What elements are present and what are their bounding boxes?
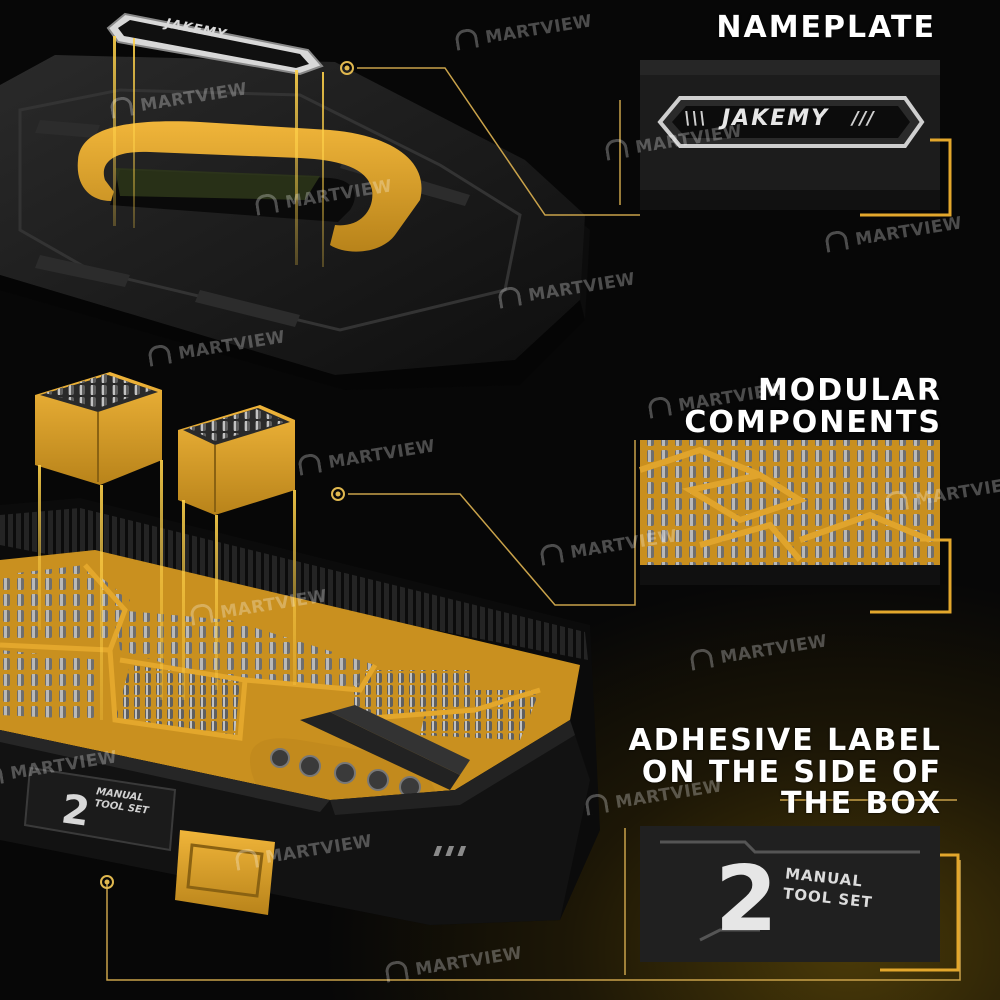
adhesive-label-number: 2	[715, 847, 778, 952]
martview-logo-icon	[884, 489, 909, 513]
adhesive-heading-line1: ADHESIVE LABEL	[628, 723, 942, 758]
martview-logo-icon	[689, 647, 714, 671]
base-light-beams	[38, 460, 296, 720]
modular-heading-line1: MODULAR	[757, 373, 942, 408]
martview-logo-icon	[384, 959, 409, 983]
svg-text:2: 2	[59, 786, 93, 835]
martview-logo-icon	[0, 763, 4, 787]
floating-bit-box-2	[178, 405, 295, 515]
callout-dots	[100, 61, 354, 889]
adhesive-heading-line3: THE BOX	[781, 786, 942, 821]
adhesive-label-inset	[433, 826, 960, 972]
toolbox-lid	[0, 55, 590, 390]
floating-nameplate	[106, 12, 324, 76]
martview-logo-icon	[604, 137, 629, 161]
lid-light-beams	[113, 36, 324, 267]
martview-logo-icon	[584, 792, 609, 816]
martview-logo-icon	[297, 452, 322, 476]
modular-heading-line2: COMPONENTS	[684, 404, 942, 440]
nameplate-right-chevrons-icon: ///	[852, 108, 875, 129]
martview-logo-icon	[454, 27, 479, 51]
martview-logo-icon	[147, 343, 172, 367]
adhesive-heading-line2: ON THE SIDE OF	[641, 754, 942, 790]
martview-logo-icon	[234, 847, 259, 871]
martview-logo-icon	[824, 229, 849, 253]
martview-logo-icon	[109, 95, 134, 119]
modular-components-heading: MODULAR COMPONENTS	[684, 375, 942, 438]
nameplate-heading: NAMEPLATE	[716, 10, 936, 45]
modular-inset	[639, 440, 952, 614]
floating-bit-box-1	[35, 372, 162, 485]
nameplate-inset	[640, 60, 952, 217]
martview-logo-icon	[254, 192, 279, 216]
callout-lines	[106, 67, 961, 981]
martview-logo-icon	[539, 542, 564, 566]
box-side-label: 2	[23, 766, 177, 852]
toolbox-base: 2	[0, 498, 600, 925]
nameplate-left-chevrons-icon: \\\	[684, 108, 707, 129]
nameplate-brand-text: JAKEMY	[722, 106, 830, 131]
martview-logo-icon	[189, 602, 214, 626]
martview-logo-icon	[497, 285, 522, 309]
martview-logo-icon	[647, 395, 672, 419]
adhesive-label-heading: ADHESIVE LABEL ON THE SIDE OF THE BOX	[629, 725, 942, 820]
